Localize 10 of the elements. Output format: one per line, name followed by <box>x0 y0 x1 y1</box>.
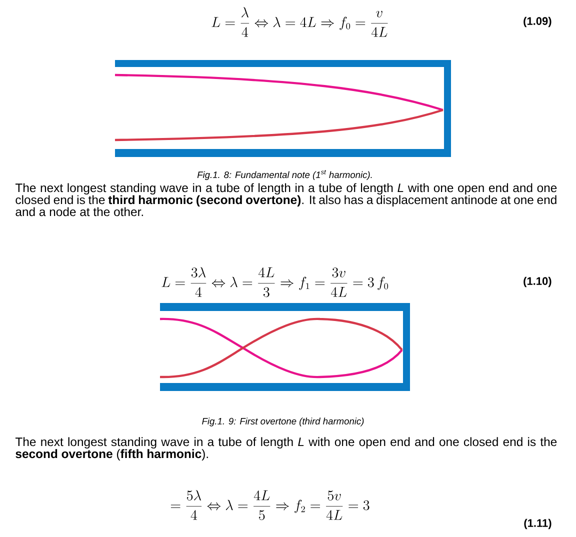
equation-number: (1.09) <box>524 16 552 28</box>
equation: $L = \frac{3\lambda}{4} \Leftrightarrow \lambda = \frac{4L}{3} \Rightarrow f_1 = \frac{3v}{4L} = 3\, f_0$ <box>162 267 388 298</box>
figure-caption: Fig.1. 9: First overtone (third harmonic) <box>202 418 364 426</box>
equation: $L = \frac{\lambda}{4} \Leftrightarrow \lambda = 4L \Rightarrow f_0 = \frac{v}{4L}$ <box>212 7 388 37</box>
paragraph: The next longest standing wave in a tube of length in a tube of length L with one open end and one closed end is the third harmonic (second overtone). It also has a displacement antinode at one end and a node at the other. <box>15 183 557 216</box>
equation-number: (1.10) <box>524 276 552 288</box>
paragraph: The next longest standing wave in a tube of length L with one open end and one closed end is the second overtone (fifth harmonic). <box>15 437 557 461</box>
figure-caption: Fig.1. 8: Fundamental note (1$^{st}$ harmonic). <box>197 170 372 180</box>
equation-number: (1.11) <box>524 518 552 530</box>
equation: $= \frac{5\lambda}{4} \Leftrightarrow \lambda = \frac{4L}{5} \Rightarrow f_2 = \frac{5v}{4L} = 3$ <box>170 490 370 520</box>
